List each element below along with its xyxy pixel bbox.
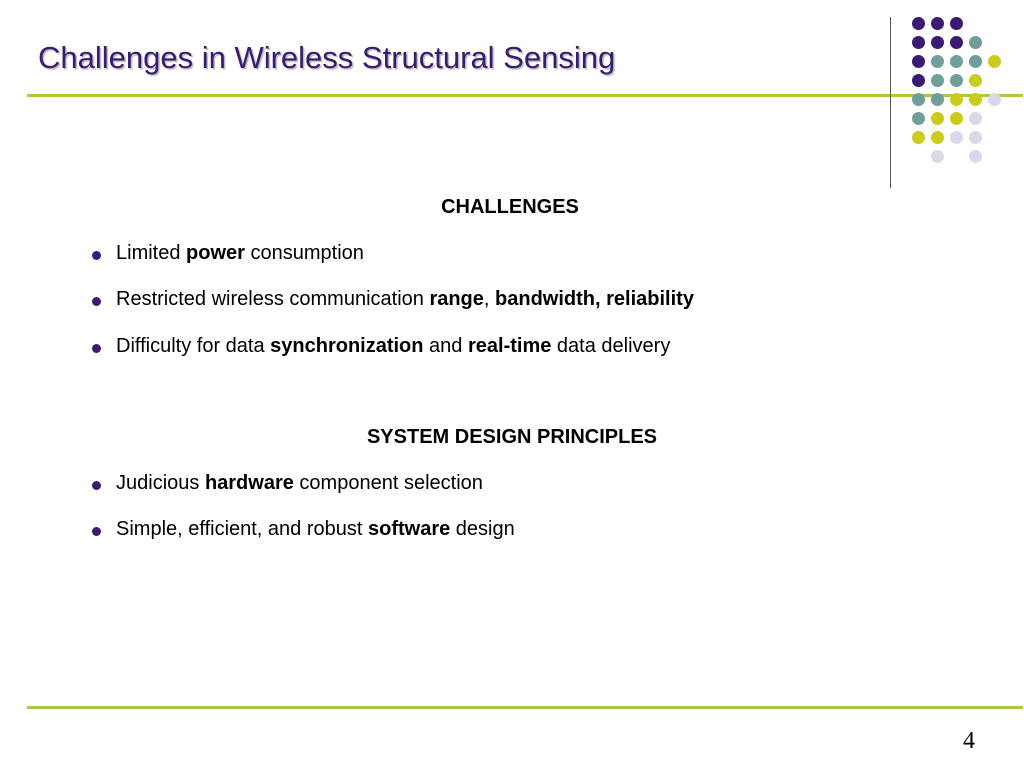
- decorative-dot: [988, 55, 1001, 68]
- bold-keyword: bandwidth, reliability: [495, 288, 694, 310]
- decorative-dot: [950, 74, 963, 87]
- bullet-text: Restricted wireless communication range,…: [116, 288, 694, 311]
- decorative-dot: [931, 17, 944, 30]
- principles-heading: SYSTEM DESIGN PRINCIPLES: [366, 426, 658, 448]
- decorative-dot: [969, 36, 982, 49]
- title-underline: [27, 94, 1023, 97]
- decorative-dot: [988, 93, 1001, 106]
- bullet-dot: [92, 481, 101, 490]
- slide-title: Challenges in Wireless Structural Sensin…: [38, 40, 616, 75]
- text-segment: Difficulty for data: [116, 335, 271, 357]
- decorative-dot: [912, 131, 925, 144]
- decorative-dot: [931, 93, 944, 106]
- decorative-dot-grid: [0, 0, 1024, 200]
- decorative-dot: [912, 36, 925, 49]
- decorative-dot: [969, 150, 982, 163]
- text-segment: component selection: [293, 472, 483, 494]
- decorative-dot: [931, 150, 944, 163]
- decorative-dot: [950, 93, 963, 106]
- decorative-dot: [931, 74, 944, 87]
- page-number: 4: [963, 728, 975, 754]
- decorative-dot: [912, 112, 925, 125]
- text-segment: Simple, efficient, and robust: [116, 518, 368, 540]
- bullet-dot: [92, 527, 101, 536]
- bullet-text: Simple, efficient, and robust software d…: [116, 518, 515, 541]
- bullet-text: Limited power consumption: [116, 242, 364, 265]
- footer-line: [27, 706, 1023, 709]
- text-segment: consumption: [244, 242, 364, 264]
- decorative-dot: [969, 131, 982, 144]
- decorative-dot: [912, 55, 925, 68]
- text-segment: and: [423, 335, 468, 357]
- bullet-text: Judicious hardware component selection: [116, 472, 483, 495]
- bold-keyword: power: [186, 242, 245, 264]
- bullet-dot: [92, 344, 101, 353]
- text-segment: ,: [483, 288, 496, 310]
- decorative-dot: [950, 17, 963, 30]
- bold-keyword: software: [368, 518, 451, 540]
- challenges-heading: CHALLENGES: [441, 196, 579, 218]
- text-segment: Restricted wireless communication: [116, 288, 430, 310]
- bullet-dot: [92, 297, 101, 306]
- bullet-dot: [92, 251, 101, 260]
- decorative-dot: [969, 93, 982, 106]
- decorative-vertical-line: [890, 17, 891, 188]
- decorative-dot: [912, 74, 925, 87]
- text-segment: Judicious: [116, 472, 205, 494]
- bullet-text: Difficulty for data synchronization and …: [116, 335, 670, 358]
- text-segment: Limited: [116, 242, 187, 264]
- decorative-dot: [950, 131, 963, 144]
- decorative-dot: [931, 36, 944, 49]
- decorative-dot: [931, 55, 944, 68]
- decorative-dot: [950, 112, 963, 125]
- bold-keyword: hardware: [204, 472, 294, 494]
- decorative-dot: [950, 55, 963, 68]
- text-segment: design: [450, 518, 515, 540]
- decorative-dot: [969, 74, 982, 87]
- decorative-dot: [931, 112, 944, 125]
- decorative-dot: [912, 93, 925, 106]
- decorative-dot: [912, 17, 925, 30]
- text-segment: data delivery: [551, 335, 671, 357]
- decorative-dot: [969, 112, 982, 125]
- bold-keyword: real-time: [467, 335, 552, 357]
- bold-keyword: synchronization: [270, 335, 424, 357]
- decorative-dot: [931, 131, 944, 144]
- decorative-dot: [950, 36, 963, 49]
- bold-keyword: range: [429, 288, 484, 310]
- decorative-dot: [969, 55, 982, 68]
